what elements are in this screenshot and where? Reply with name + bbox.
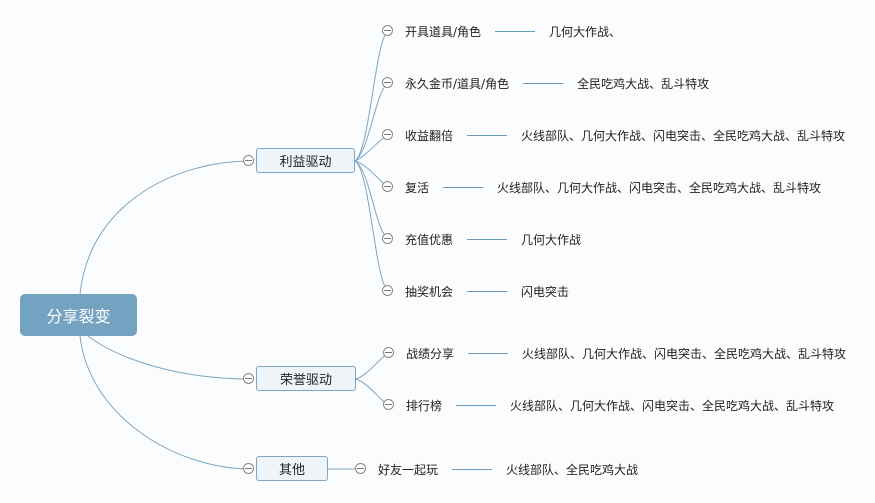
leaf-node[interactable]: 抽奖机会 闪电突击	[405, 283, 569, 299]
connector-line	[452, 468, 493, 470]
leaf-label: 充值优惠	[405, 232, 454, 247]
root-node[interactable]: 分享裂变	[20, 294, 137, 336]
leaf-value: 火线部队、几何大作战、闪电突击、全民吃鸡大战、乱斗特攻	[521, 128, 846, 143]
collapse-toggle-icon[interactable]	[383, 399, 394, 410]
connector-line	[456, 404, 497, 406]
leaf-value: 火线部队、几何大作战、闪电突击、全民吃鸡大战、乱斗特攻	[522, 346, 847, 361]
collapse-toggle-icon[interactable]	[382, 77, 393, 88]
collapse-toggle-icon[interactable]	[382, 233, 393, 244]
collapse-toggle-icon[interactable]	[383, 347, 394, 358]
leaf-node[interactable]: 战绩分享 火线部队、几何大作战、闪电突击、全民吃鸡大战、乱斗特攻	[406, 345, 846, 361]
leaf-value: 几何大作战、	[549, 24, 622, 39]
branch-other[interactable]: 其他	[256, 456, 328, 481]
branch-honor[interactable]: 荣誉驱动	[256, 366, 356, 391]
collapse-toggle-icon[interactable]	[243, 463, 254, 474]
collapse-toggle-icon[interactable]	[243, 373, 254, 384]
branch-benefit[interactable]: 利益驱动	[256, 148, 355, 173]
leaf-node[interactable]: 收益翻倍 火线部队、几何大作战、闪电突击、全民吃鸡大战、乱斗特攻	[405, 127, 845, 143]
leaf-label: 战绩分享	[406, 346, 455, 361]
leaf-node[interactable]: 复活 火线部队、几何大作战、闪电突击、全民吃鸡大战、乱斗特攻	[405, 179, 821, 195]
link-root-benefit	[79, 160, 251, 295]
root-label: 分享裂变	[46, 307, 111, 326]
leaf-node[interactable]: 永久金币/道具/角色 全民吃鸡大战、乱斗特攻	[405, 75, 709, 91]
leaf-value: 火线部队、几何大作战、闪电突击、全民吃鸡大战、乱斗特攻	[497, 180, 822, 195]
leaf-value: 闪电突击	[521, 284, 570, 299]
leaf-value: 几何大作战	[521, 232, 582, 247]
leaf-node[interactable]: 开具道具/角色 几何大作战、	[405, 23, 621, 39]
leaf-label: 复活	[405, 180, 430, 195]
connector-line	[443, 186, 484, 188]
connector-line	[467, 134, 508, 136]
leaf-label: 好友一起玩	[378, 462, 439, 477]
connector-line	[495, 30, 536, 32]
leaf-label: 抽奖机会	[405, 284, 454, 299]
link-root-other	[79, 335, 251, 470]
leaf-value: 全民吃鸡大战、乱斗特攻	[577, 76, 710, 91]
collapse-toggle-icon[interactable]	[243, 155, 254, 166]
collapse-toggle-icon[interactable]	[355, 463, 366, 474]
leaf-value: 火线部队、全民吃鸡大战	[506, 462, 639, 477]
leaf-node[interactable]: 充值优惠 几何大作战	[405, 231, 581, 247]
branch-label: 利益驱动	[279, 155, 332, 170]
collapse-toggle-icon[interactable]	[382, 129, 393, 140]
connector-line	[468, 352, 509, 354]
leaf-value: 火线部队、几何大作战、闪电突击、全民吃鸡大战、乱斗特攻	[510, 398, 835, 413]
collapse-toggle-icon[interactable]	[382, 181, 393, 192]
leaf-label: 开具道具/角色	[405, 24, 482, 39]
connector-line	[523, 82, 564, 84]
leaf-label: 排行榜	[406, 398, 443, 413]
branch-label: 荣誉驱动	[279, 373, 332, 388]
branch-label: 其他	[278, 463, 305, 478]
leaf-node[interactable]: 好友一起玩 火线部队、全民吃鸡大战	[378, 461, 638, 477]
leaf-node[interactable]: 排行榜 火线部队、几何大作战、闪电突击、全民吃鸡大战、乱斗特攻	[406, 397, 834, 413]
connector-line	[467, 238, 508, 240]
collapse-toggle-icon[interactable]	[382, 25, 393, 36]
link-root-honor	[87, 335, 251, 380]
leaf-label: 收益翻倍	[405, 128, 454, 143]
leaf-label: 永久金币/道具/角色	[405, 76, 510, 91]
collapse-toggle-icon[interactable]	[382, 285, 393, 296]
connector-line	[467, 290, 508, 292]
